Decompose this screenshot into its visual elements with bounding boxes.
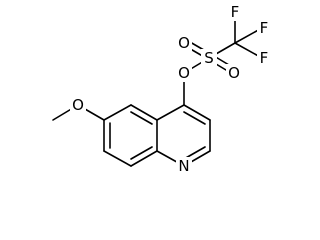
atom-o-s2-label: O bbox=[228, 64, 240, 82]
bond-c8-c1 bbox=[103, 150, 132, 167]
atom-o-link-label: O bbox=[178, 64, 190, 82]
atom-s1-label: S bbox=[204, 49, 214, 67]
atom-labels: N O O S O O F F F bbox=[70, 3, 271, 175]
chemical-structure: N O O S O O F F F bbox=[52, 3, 271, 175]
atom-f3-label: F bbox=[260, 49, 269, 67]
atom-f2-label: F bbox=[260, 19, 269, 37]
bond-c9-c8-inner bbox=[130, 146, 153, 160]
bond-c2-c3 bbox=[103, 104, 132, 121]
atom-o-ether-label: O bbox=[72, 96, 84, 114]
atom-o-s1-label: O bbox=[178, 34, 190, 52]
bond-c4-c5 bbox=[156, 104, 185, 121]
atom-f1-label: F bbox=[231, 3, 240, 21]
bond-c3-c4-inner bbox=[130, 111, 153, 125]
atom-n1-label: N bbox=[178, 157, 189, 175]
bond-c5-c6-inner bbox=[183, 111, 206, 125]
bond-c9-c8 bbox=[130, 150, 158, 167]
bonds bbox=[52, 12, 263, 167]
bond-c5-c6 bbox=[183, 104, 211, 121]
bond-c3-c4 bbox=[130, 104, 158, 121]
